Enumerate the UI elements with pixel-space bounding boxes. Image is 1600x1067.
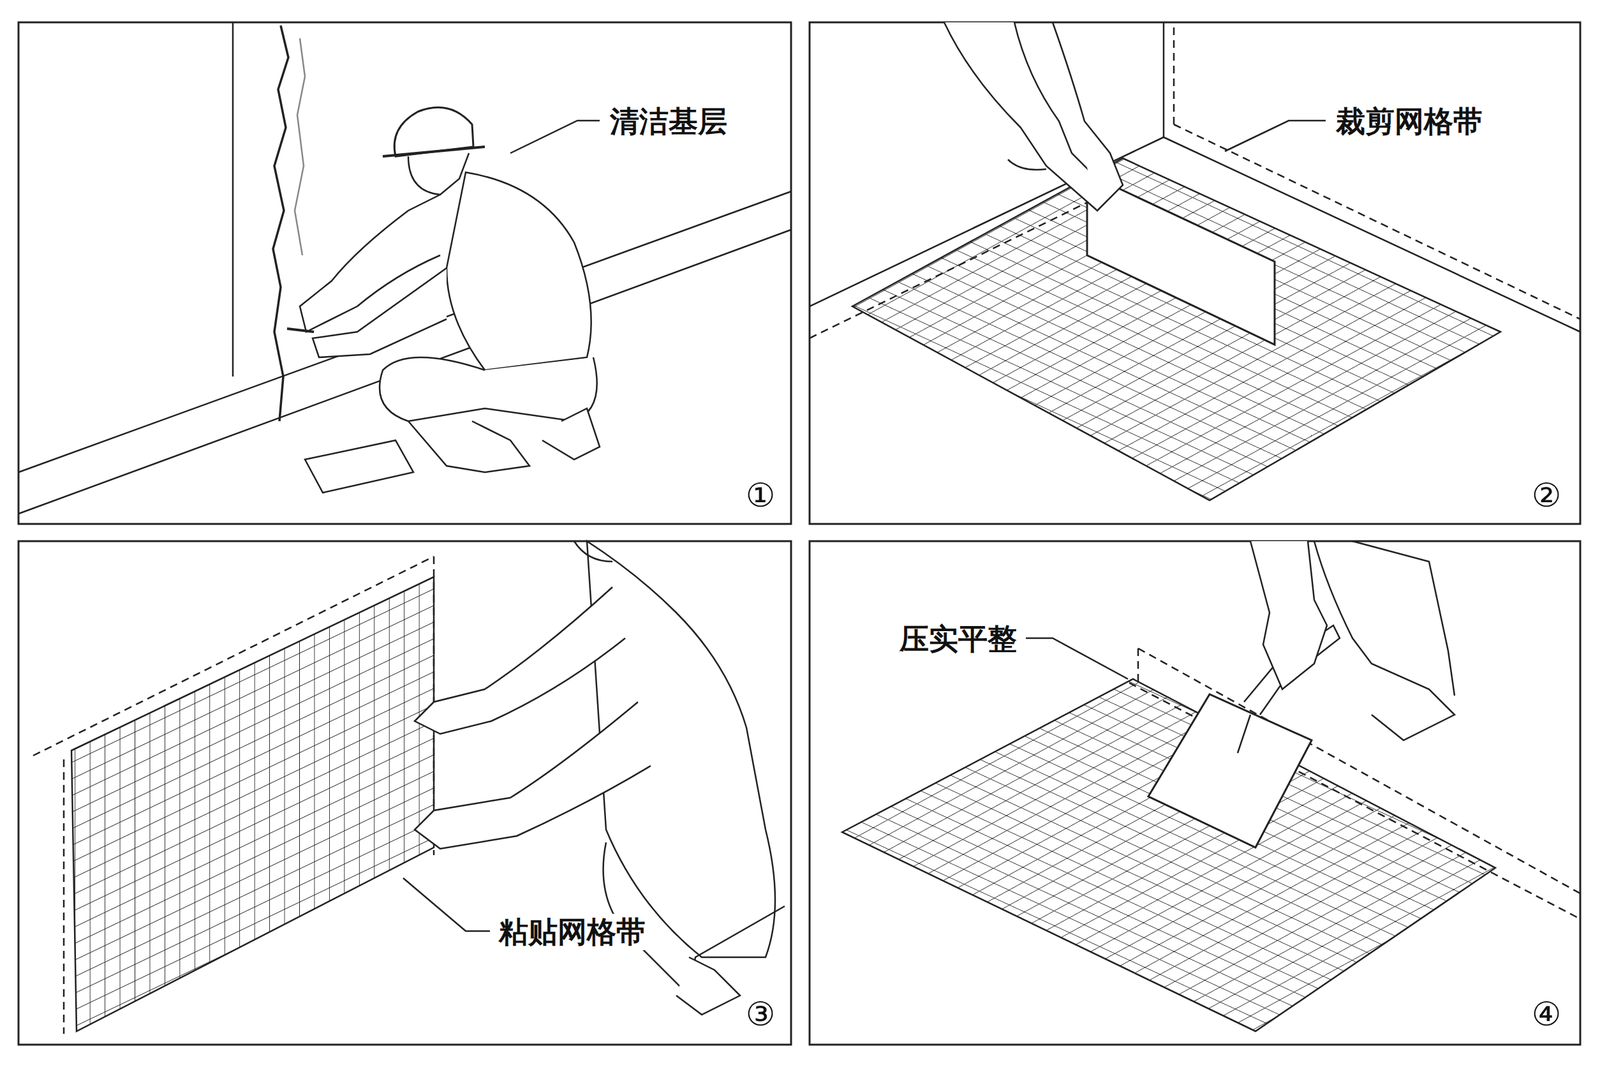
callout-number: ④: [1531, 997, 1562, 1031]
step-label: 清洁基层: [606, 103, 732, 140]
step-label: 裁剪网格带: [1332, 103, 1487, 140]
callout-number: ①: [745, 478, 776, 512]
panel-3-art: [33, 540, 785, 1047]
panel-2-art: [809, 22, 1581, 524]
panel-frame: [18, 22, 792, 524]
callout-number: ③: [745, 997, 776, 1031]
callout-number: ②: [1531, 478, 1562, 512]
panel-1-art: [18, 22, 792, 514]
panel-frame: [809, 22, 1581, 524]
panel-4-art: [829, 540, 1581, 1047]
step-label: 压实平整: [895, 620, 1021, 658]
leader-lines: [403, 120, 1326, 931]
step-label: 粘贴网格带: [495, 913, 650, 950]
